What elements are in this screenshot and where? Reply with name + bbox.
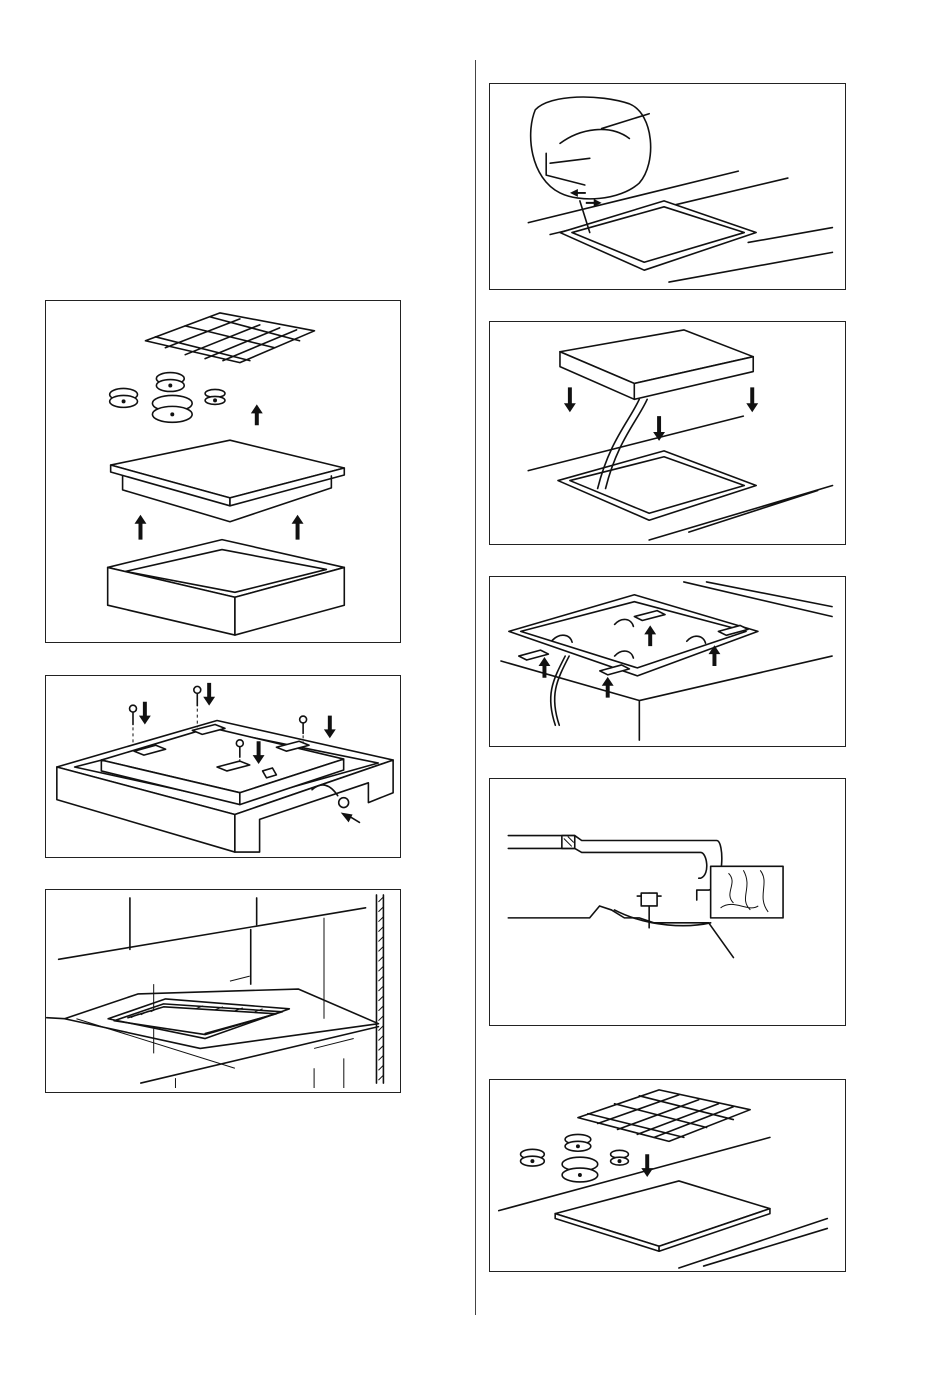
cutout-dimensions-icon: [46, 890, 400, 1092]
section-detail-icon: [490, 779, 845, 1025]
column-divider: [475, 60, 476, 1315]
reassemble-hob-icon: [490, 1080, 845, 1271]
figure-reassemble-hob: [489, 1079, 846, 1272]
figure-tighten-brackets: [489, 576, 846, 747]
lower-hob-icon: [490, 322, 845, 544]
figure-cutout-dimensions: [45, 889, 401, 1093]
apply-seal-icon: [490, 84, 845, 289]
figure-fix-brackets-screws: [45, 675, 401, 858]
disassemble-hob-icon: [46, 301, 400, 642]
figure-section-detail: [489, 778, 846, 1026]
tighten-brackets-icon: [490, 577, 845, 746]
figure-apply-seal: [489, 83, 846, 290]
fix-brackets-screws-icon: [46, 676, 400, 857]
figure-lower-hob: [489, 321, 846, 545]
figure-disassemble-hob: [45, 300, 401, 643]
